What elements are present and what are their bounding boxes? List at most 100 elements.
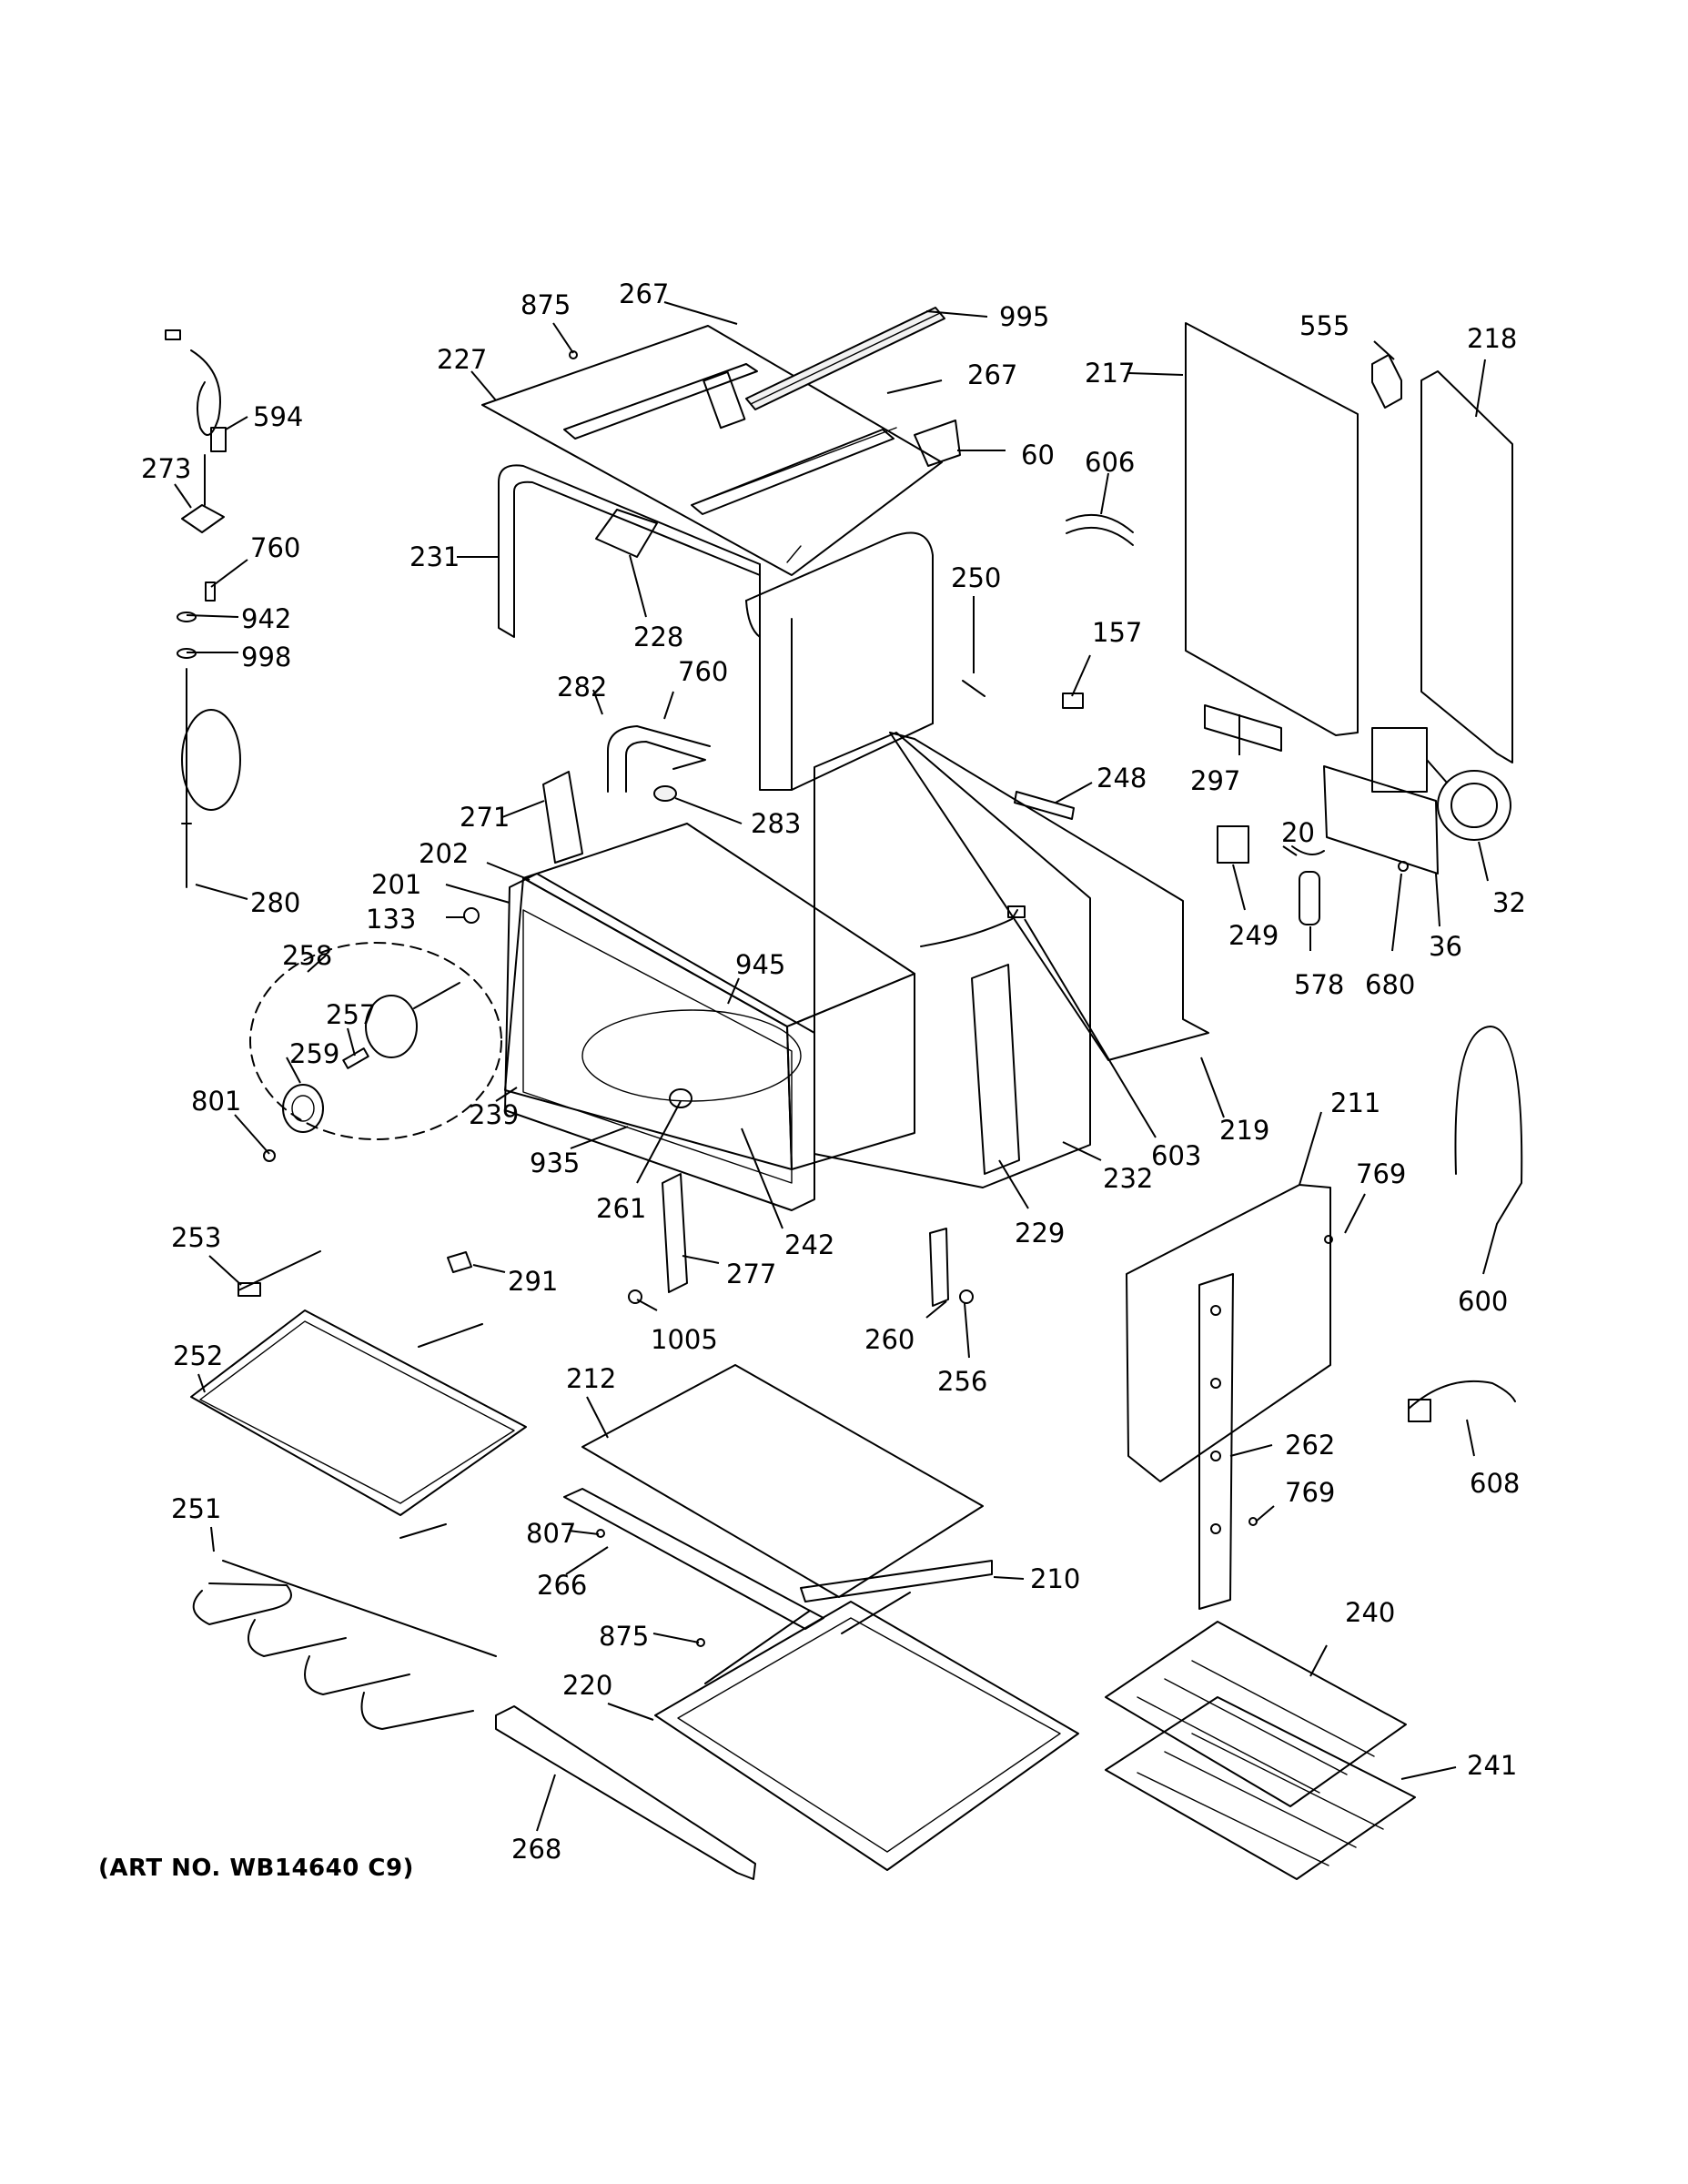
callout-801: 801: [191, 1086, 241, 1117]
part-769-screw-upper: [1324, 1235, 1333, 1244]
part-608-harness: [1408, 1380, 1516, 1422]
callout-1005: 1005: [651, 1324, 718, 1355]
part-220-drawer: [654, 1601, 1079, 1871]
callout-271: 271: [460, 802, 510, 833]
callout-262: 262: [1285, 1430, 1335, 1461]
part-212-bottom-panel: [581, 1364, 984, 1598]
callout-201: 201: [371, 869, 421, 900]
callout-211: 211: [1330, 1087, 1380, 1118]
callout-297: 297: [1190, 765, 1240, 796]
part-241-rack: [1105, 1696, 1416, 1880]
callout-555: 555: [1299, 310, 1349, 341]
callout-680: 680: [1365, 969, 1415, 1000]
part-600-harness: [1454, 1026, 1523, 1225]
callout-875: 875: [521, 289, 571, 320]
part-283-grommet: [653, 785, 677, 802]
part-219-back-panel: [889, 732, 1209, 1061]
callout-578: 578: [1294, 969, 1344, 1000]
callout-760: 760: [250, 532, 300, 563]
callout-202: 202: [419, 838, 469, 869]
callout-256: 256: [937, 1366, 987, 1397]
callout-249: 249: [1228, 920, 1279, 951]
callout-268: 268: [511, 1834, 561, 1865]
part-256-screw: [959, 1289, 974, 1304]
callout-935: 935: [530, 1148, 580, 1178]
callout-157: 157: [1092, 617, 1142, 648]
part-231-wrapper: [498, 464, 934, 791]
callout-273: 273: [141, 453, 191, 484]
callout-266: 266: [537, 1570, 587, 1601]
part-210-drawer-slide: [800, 1560, 993, 1634]
callout-251: 251: [171, 1493, 221, 1524]
callout-995: 995: [999, 301, 1049, 332]
callout-998: 998: [241, 642, 291, 672]
callout-875: 875: [599, 1621, 649, 1652]
part-32-blower: [1371, 727, 1511, 841]
callout-218: 218: [1467, 323, 1517, 354]
part-218-side-panel: [1420, 370, 1513, 763]
callout-32: 32: [1492, 887, 1526, 918]
part-232-rear-panel: [814, 732, 1091, 1188]
part-249-switch: [1217, 825, 1249, 864]
callout-241: 241: [1467, 1750, 1517, 1781]
part-258-convection-assembly: [249, 942, 502, 1140]
part-606-harness: [1066, 513, 1134, 546]
part-253-sensor: [238, 1250, 321, 1297]
callout-760: 760: [678, 656, 728, 687]
part-291-clip: [447, 1251, 472, 1273]
callout-240: 240: [1345, 1597, 1395, 1628]
callout-267: 267: [967, 359, 1017, 390]
callout-20: 20: [1281, 817, 1315, 848]
callout-212: 212: [566, 1363, 616, 1394]
part-201-front-frame: [504, 873, 815, 1211]
callout-253: 253: [171, 1222, 221, 1253]
callout-291: 291: [508, 1266, 558, 1297]
callout-219: 219: [1219, 1115, 1269, 1146]
callout-260: 260: [864, 1324, 915, 1355]
callout-60: 60: [1021, 440, 1055, 470]
part-271-switch: [542, 771, 583, 864]
callout-227: 227: [437, 344, 487, 375]
art-number-label: (ART NO. WB14640 C9): [98, 1855, 414, 1882]
part-217-side-panel: [1185, 322, 1359, 736]
part-60-bracket: [914, 420, 961, 467]
part-20-clamp: [1291, 845, 1325, 855]
callout-945: 945: [735, 949, 785, 980]
callout-232: 232: [1103, 1163, 1153, 1194]
part-262-hinge-strip: [1198, 1273, 1234, 1610]
part-268-trim: [495, 1705, 756, 1880]
callout-277: 277: [726, 1259, 776, 1289]
callout-248: 248: [1097, 763, 1147, 794]
part-229-insulation: [971, 964, 1020, 1175]
callout-259: 259: [289, 1038, 339, 1069]
part-267-rail-lower: [691, 429, 895, 515]
callout-594: 594: [253, 401, 303, 432]
part-228-bracket: [595, 509, 658, 558]
callout-217: 217: [1085, 358, 1135, 389]
part-875-screw-upper: [569, 350, 578, 359]
callout-769: 769: [1356, 1158, 1406, 1189]
callout-228: 228: [633, 622, 683, 652]
callout-210: 210: [1030, 1563, 1080, 1594]
callout-257: 257: [326, 999, 376, 1030]
callout-229: 229: [1015, 1218, 1065, 1249]
part-probe-assembly: [165, 329, 241, 888]
callout-282: 282: [557, 672, 607, 703]
callout-36: 36: [1429, 931, 1462, 962]
part-252-element-cover: [190, 1309, 527, 1516]
callout-labels: 875 267 995 227 267 60 231 228 555 218 2…: [141, 278, 1526, 1865]
part-133-grommet: [463, 907, 480, 924]
callout-600: 600: [1458, 1286, 1508, 1317]
part-227-top-panel: [481, 325, 943, 576]
part-36-plate: [1323, 765, 1439, 875]
callout-267: 267: [619, 278, 669, 309]
part-801-screw: [263, 1149, 276, 1162]
callout-283: 283: [751, 808, 801, 839]
part-267-rail-upper: [563, 363, 758, 440]
part-251-broil-element: [192, 1523, 497, 1730]
callout-942: 942: [241, 603, 291, 634]
leader-lines: [174, 301, 1498, 1832]
part-240-rack: [1105, 1621, 1407, 1807]
part-202-oven-cavity: [504, 823, 915, 1170]
